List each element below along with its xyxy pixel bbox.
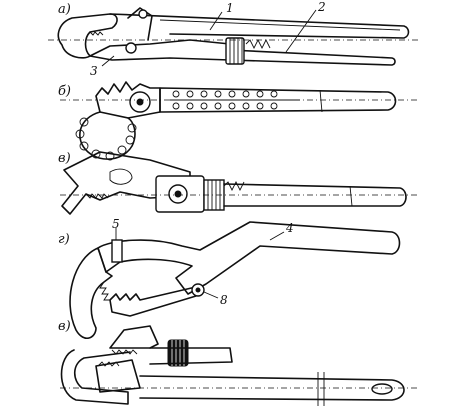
shank [149, 347, 233, 365]
handle-joint [319, 89, 323, 113]
nut-knurl [229, 38, 243, 64]
lower-jaw [89, 39, 231, 61]
leader-8 [203, 291, 219, 299]
head-pin [136, 98, 144, 106]
sleeve-pin-center [174, 190, 182, 198]
chain-wrench-handle [159, 87, 397, 113]
upper-arm-4 [97, 221, 401, 295]
figure-v-hook-wrench: в) [58, 151, 420, 215]
handle-1 [109, 13, 410, 39]
handle-joint-v [349, 185, 353, 207]
callout-4: 4 [285, 221, 294, 235]
top-jaw-teeth [111, 349, 138, 355]
figure-a-lever-wrench: а) 1 2 3 [48, 0, 420, 78]
figure-g-letter: г) [58, 232, 70, 247]
figure-a-letter: а) [58, 2, 71, 17]
leader-4 [269, 231, 285, 241]
frame-hook [60, 349, 131, 405]
knurl-lines-d [171, 340, 185, 366]
figure-b-letter: б) [58, 84, 71, 99]
arm-cutout [109, 168, 133, 185]
handle-ridge [159, 19, 401, 31]
hook-wrench-handle [223, 183, 407, 207]
leader-1 [209, 11, 223, 31]
hooked-jaw-5 [69, 247, 113, 339]
hook-jaw [57, 13, 118, 59]
jaw-teeth-upper [99, 281, 110, 301]
lower-jaw-teeth [97, 361, 120, 367]
hook-teeth [89, 31, 104, 36]
stillson-handle [139, 375, 405, 401]
figure-b-chain-wrench: б) [58, 81, 420, 161]
collar [111, 239, 123, 263]
callout-8: 8 [220, 293, 228, 307]
callout-5: 5 [112, 217, 120, 231]
callout-3: 3 [90, 64, 98, 78]
figure-d-stillson-wrench: в) [58, 319, 420, 406]
top-jaw [109, 325, 159, 349]
leader-2 [285, 9, 317, 53]
pivot-pin-bottom [125, 42, 137, 54]
toothed-head [95, 81, 161, 119]
screw-rod-2 [229, 49, 396, 66]
leader-3 [101, 55, 115, 67]
threaded-rod [223, 180, 245, 192]
hang-hole [371, 383, 393, 395]
figure-v-letter: в) [58, 151, 71, 166]
figure-g-plier-wrench: г) 4 5 8 [58, 217, 401, 339]
knurled-adjusting-nut [167, 339, 189, 367]
spring [245, 38, 271, 50]
pivot-8-center [195, 287, 201, 293]
pivot-pin-top [138, 9, 148, 19]
callout-2: 2 [317, 0, 326, 14]
callout-1: 1 [226, 1, 234, 15]
figure-d-letter: в) [58, 319, 71, 334]
hooked-arm [61, 151, 191, 215]
adjusting-nut [225, 37, 245, 65]
chain-loop [75, 111, 137, 161]
lower-toothed-jaw [109, 285, 201, 317]
